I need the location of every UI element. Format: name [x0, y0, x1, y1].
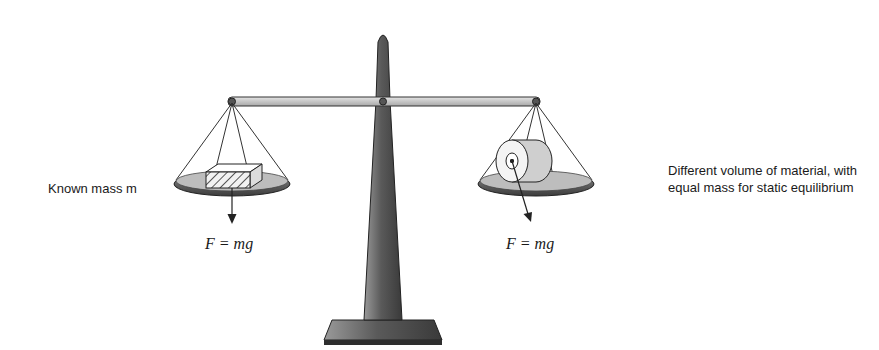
scale-beam	[228, 97, 540, 106]
force-label: F = mg	[205, 234, 253, 255]
known-mass-block	[206, 164, 262, 188]
base-plate	[324, 340, 442, 345]
scale-pole	[364, 35, 402, 320]
force-arrow-left	[228, 188, 237, 224]
pivot-center	[380, 98, 387, 105]
force-label: F = mg	[506, 234, 554, 255]
mass-label: Known mass m	[48, 181, 137, 198]
material-note: Different volume of material, with equal…	[668, 163, 868, 197]
force-arrow-right	[510, 159, 532, 222]
scale-base	[324, 320, 442, 340]
material-cylinder	[496, 140, 552, 182]
